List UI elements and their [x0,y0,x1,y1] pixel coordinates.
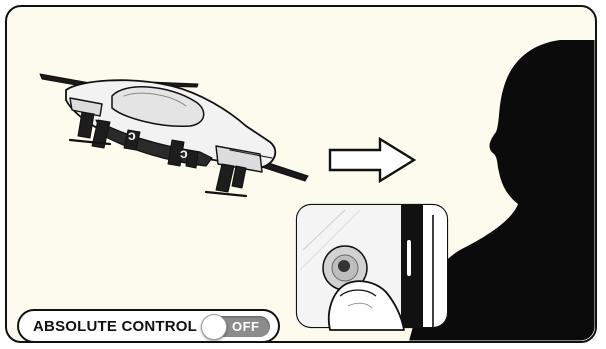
absolute-control-label: ABSOLUTE CONTROL [33,318,197,335]
svg-text:ↄ: ↄ [180,145,188,161]
svg-text:ↄ: ↄ [128,127,136,143]
quadcopter-drone-icon: ↄ ↄ [40,74,308,196]
right-arrow-icon [330,139,414,181]
toggle-switch[interactable]: OFF [202,316,270,337]
switch-state-text: OFF [232,319,260,334]
absolute-control-toggle[interactable]: ABSOLUTE CONTROL OFF [17,309,280,343]
switch-knob[interactable] [201,314,227,340]
